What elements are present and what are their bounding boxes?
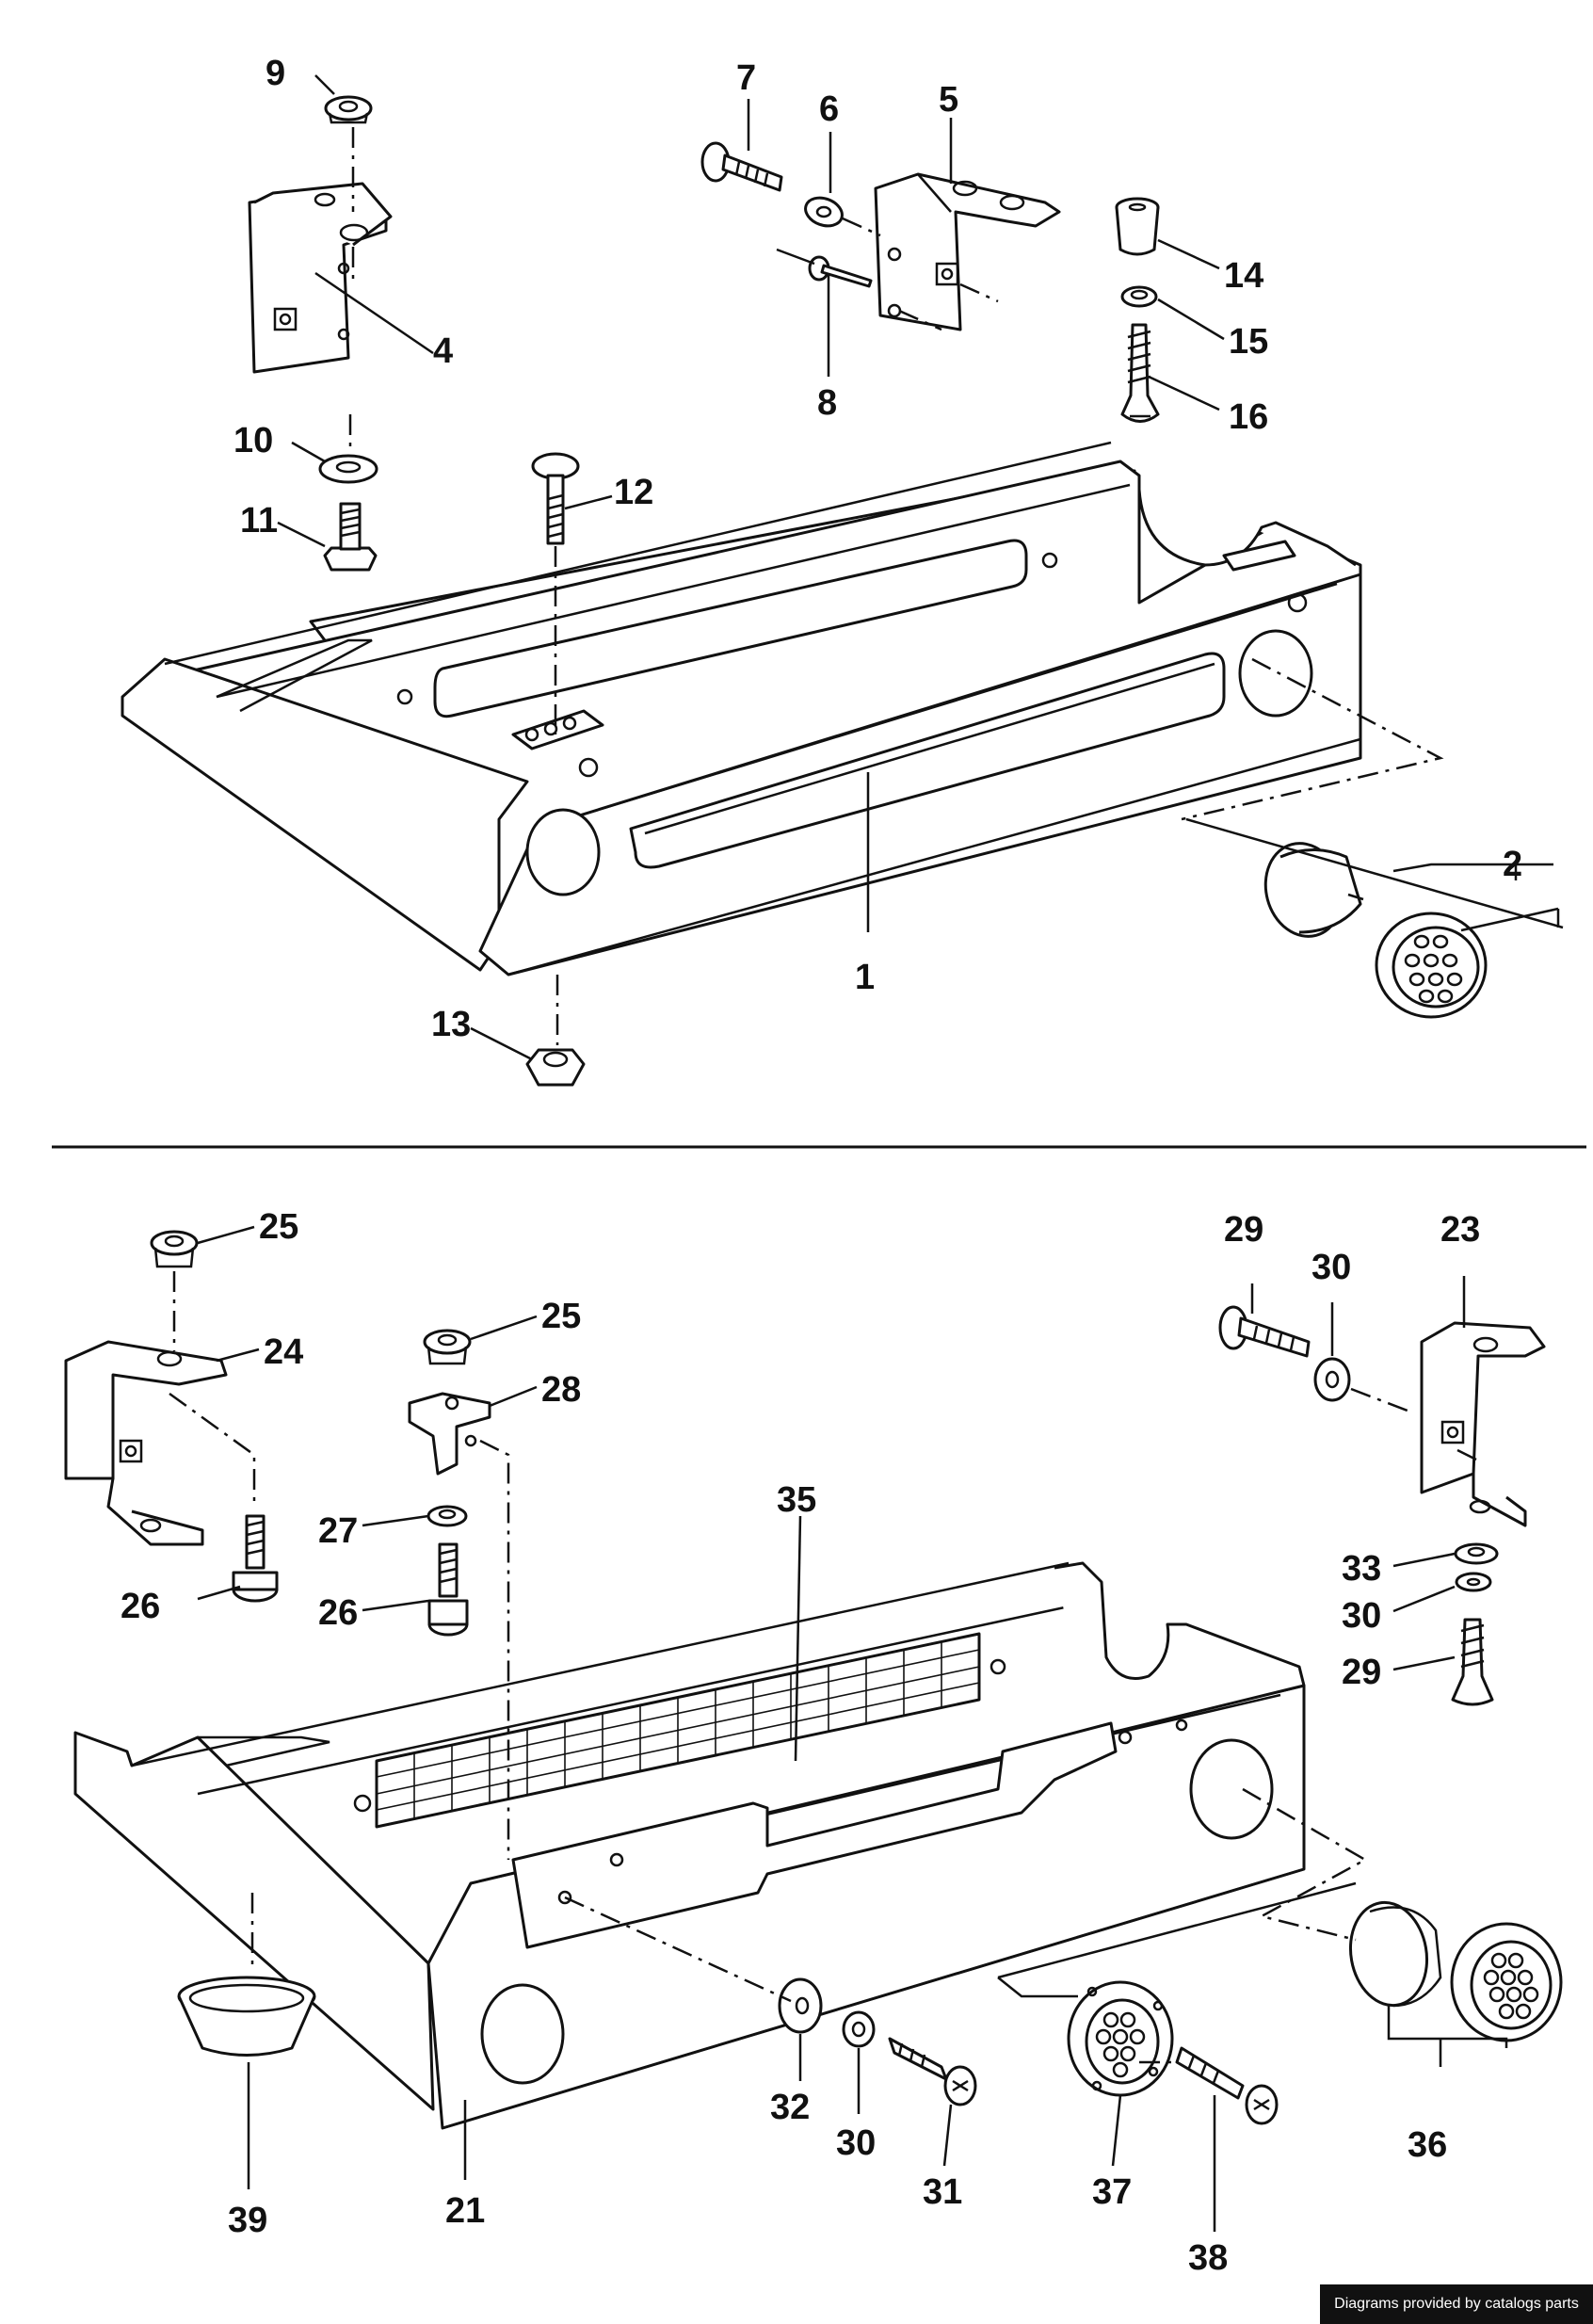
label-12: 12 xyxy=(614,473,653,512)
cap-36 xyxy=(1348,1900,1442,2008)
label-1: 1 xyxy=(855,958,875,997)
label-21: 21 xyxy=(445,2191,485,2231)
nut-25-middle xyxy=(423,1329,472,1365)
bolt-11 xyxy=(323,502,378,572)
nut-9 xyxy=(324,95,373,124)
label-26-middle: 26 xyxy=(318,1593,358,1633)
label-30-right: 30 xyxy=(1342,1596,1381,1636)
label-32: 32 xyxy=(770,2088,810,2127)
label-28: 28 xyxy=(541,1370,581,1410)
bolt-26-middle xyxy=(427,1542,469,1637)
label-2: 2 xyxy=(1503,845,1522,884)
label-35: 35 xyxy=(777,1480,816,1520)
label-15: 15 xyxy=(1229,322,1268,362)
label-leaders xyxy=(197,74,1518,2232)
label-13: 13 xyxy=(431,1005,471,1044)
label-39: 39 xyxy=(228,2201,267,2240)
grille-36 xyxy=(1450,1922,1563,2042)
label-23: 23 xyxy=(1440,1210,1480,1250)
label-8: 8 xyxy=(817,383,837,423)
label-25-middle: 25 xyxy=(541,1297,581,1336)
bracket-23 xyxy=(1420,1321,1546,1527)
label-25-left: 25 xyxy=(259,1207,298,1247)
callout-labels: 9 4 10 11 12 13 1 7 6 5 8 14 15 16 2 25 … xyxy=(121,54,1522,2278)
screw-7 xyxy=(700,141,783,192)
cap-plug-2 xyxy=(1263,842,1364,938)
screw-38 xyxy=(1175,2046,1279,2125)
bracket-28 xyxy=(408,1392,491,1476)
label-37: 37 xyxy=(1092,2172,1132,2212)
label-30-top: 30 xyxy=(1311,1248,1351,1287)
lockwasher-30-bottom xyxy=(842,2010,876,2048)
label-11: 11 xyxy=(240,501,278,541)
label-29-right: 29 xyxy=(1342,1653,1381,1692)
cup-foot-39 xyxy=(177,1976,316,2057)
label-30-bottom: 30 xyxy=(836,2123,876,2163)
top-assembly xyxy=(121,95,1564,1087)
nut-25-left xyxy=(150,1230,199,1268)
bracket-24 xyxy=(64,1340,228,1546)
label-9: 9 xyxy=(266,54,285,93)
label-36: 36 xyxy=(1408,2125,1447,2165)
lockwasher-30-top xyxy=(1313,1357,1351,1402)
footer-credit: Diagrams provided by catalogs parts xyxy=(1320,2284,1593,2324)
washer-33 xyxy=(1454,1542,1499,1565)
bottom-assembly xyxy=(64,1230,1563,2130)
bracket-5 xyxy=(874,172,1061,331)
washer-27 xyxy=(426,1505,468,1527)
pin-8 xyxy=(776,248,873,288)
mesh-panel-35 xyxy=(375,1632,981,1829)
label-14: 14 xyxy=(1224,256,1263,296)
label-6: 6 xyxy=(819,89,839,129)
lockwasher-30-right xyxy=(1455,1572,1492,1592)
label-5: 5 xyxy=(939,80,958,120)
label-38: 38 xyxy=(1188,2238,1228,2278)
label-4: 4 xyxy=(433,331,453,371)
bolt-26-left xyxy=(232,1514,279,1603)
label-10: 10 xyxy=(233,421,273,460)
label-7: 7 xyxy=(736,58,756,98)
label-27: 27 xyxy=(318,1511,358,1551)
screw-16 xyxy=(1120,323,1160,423)
label-26-left: 26 xyxy=(121,1587,160,1626)
screw-31 xyxy=(888,2037,977,2106)
bracket-4 xyxy=(248,182,393,374)
label-16: 16 xyxy=(1229,397,1268,437)
label-33: 33 xyxy=(1342,1549,1381,1589)
bolt-12 xyxy=(531,452,580,545)
screw-29-top xyxy=(1218,1305,1311,1358)
washer-10 xyxy=(318,454,378,484)
washer-15 xyxy=(1120,285,1158,308)
base-frame-1 xyxy=(121,441,1362,976)
screw-29-right xyxy=(1451,1618,1494,1706)
washer-32 xyxy=(778,1977,823,2034)
washer-6 xyxy=(804,196,844,228)
base-frame-21 xyxy=(73,1561,1306,2130)
grille-37 xyxy=(1067,1980,1174,2097)
foot-14 xyxy=(1115,197,1160,256)
label-31: 31 xyxy=(923,2172,962,2212)
label-29-top: 29 xyxy=(1224,1210,1263,1250)
nut-13 xyxy=(525,1048,586,1087)
label-24: 24 xyxy=(264,1332,303,1372)
grille-plug-2 xyxy=(1375,912,1488,1019)
